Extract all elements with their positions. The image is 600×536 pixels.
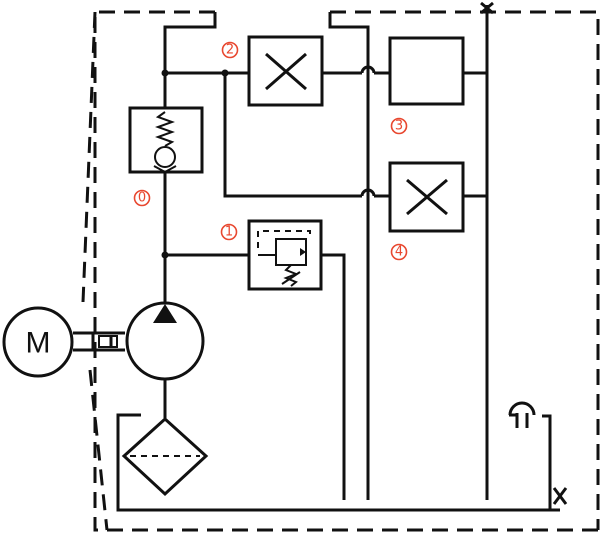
- callout-1: 1: [220, 223, 238, 241]
- svg-text:1: 1: [225, 225, 233, 240]
- enclosure-boundary: [81, 10, 600, 532]
- svg-text:4: 4: [395, 245, 403, 260]
- callout-0: 0: [133, 189, 151, 207]
- valve-3: [388, 36, 465, 106]
- valve-4: [388, 161, 465, 233]
- pump: [125, 301, 205, 381]
- return-lines: [320, 1, 494, 500]
- callout-4: 4: [390, 243, 408, 261]
- svg-text:2: 2: [226, 43, 234, 58]
- callout-2: 2: [221, 41, 239, 59]
- accumulator-symbol: [508, 401, 536, 428]
- coupling: [73, 331, 125, 352]
- motor: M: [2, 306, 74, 378]
- check-valve-0: [128, 106, 204, 174]
- junction-dots: [161, 69, 229, 259]
- relief-valve-1: [247, 219, 323, 291]
- tank-return: [116, 413, 568, 512]
- svg-text:3: 3: [395, 119, 403, 134]
- callout-3: 3: [390, 117, 408, 135]
- valve-2: [247, 35, 324, 107]
- svg-text:0: 0: [138, 191, 146, 206]
- callouts: 0 1 2 3 4: [133, 41, 408, 261]
- motor-label: M: [26, 327, 51, 360]
- pressure-lines: [163, 65, 488, 418]
- filter: [121, 416, 209, 497]
